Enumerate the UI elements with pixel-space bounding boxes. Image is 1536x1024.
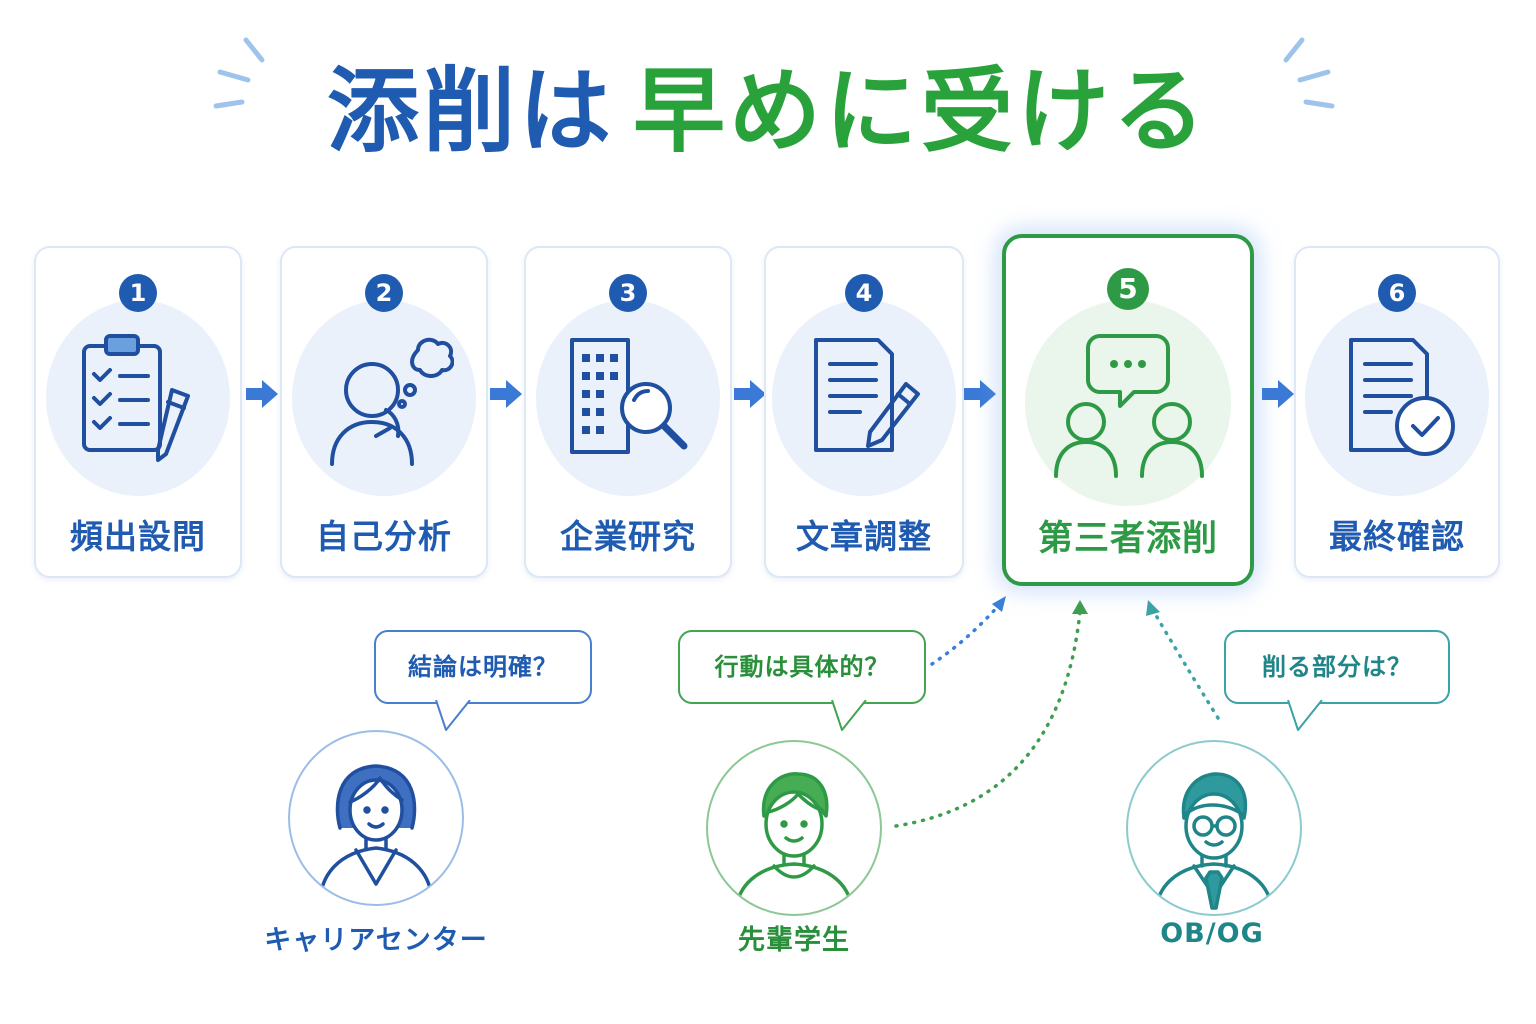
connector-arrowhead-teal — [1146, 600, 1160, 616]
label-senior-student: 先輩学生 — [738, 925, 850, 956]
avatar-career-center — [288, 730, 464, 906]
arrow-right-icon — [1262, 380, 1294, 408]
label-career-center: キャリアセンター — [264, 925, 488, 956]
career-center-woman-icon — [318, 764, 434, 904]
step-number-5: 5 — [1107, 268, 1149, 310]
clipboard-checklist-icon — [82, 334, 190, 462]
step-card-1: 1 頻出設問 — [34, 246, 242, 578]
question-bubble-career-center: 結論は明確？ — [374, 630, 592, 731]
alumni-man-glasses-icon — [1154, 772, 1274, 914]
arrow-right-icon — [490, 380, 522, 408]
connector-arrowhead-green — [1072, 600, 1088, 614]
arrow-right-icon — [964, 380, 996, 408]
bubble-tail — [831, 700, 867, 731]
step-card-6: 6 最終確認 — [1294, 246, 1500, 578]
step-number-6: 6 — [1378, 274, 1416, 312]
avatar-senior-student — [706, 740, 882, 916]
step-label-1: 頻出設問 — [70, 517, 206, 556]
connector-obog — [1152, 610, 1220, 720]
document-pencil-icon — [814, 338, 920, 452]
thinking-person-icon — [330, 337, 454, 466]
connector-senior-bubble — [930, 602, 1002, 666]
senior-student-icon — [734, 772, 854, 914]
people-speech-icon — [1054, 334, 1204, 478]
title-part-1: 添削は — [326, 58, 615, 165]
step-card-5: 5 第三者添削 — [1002, 234, 1254, 586]
step-card-4: 4 文章調整 — [764, 246, 964, 578]
document-check-icon — [1349, 338, 1455, 456]
step-label-6: 最終確認 — [1329, 517, 1465, 556]
label-obog: OB/OG — [1160, 918, 1264, 949]
step-number-4: 4 — [845, 274, 883, 312]
connector-arrowhead-blue — [992, 596, 1006, 612]
step-number-3: 3 — [609, 274, 647, 312]
sparkle-right-icon — [1283, 37, 1335, 109]
question-bubble-obog: 削る部分は？ — [1224, 630, 1450, 731]
icon-backdrop — [292, 300, 476, 496]
avatar-obog — [1126, 740, 1302, 916]
step-number-2: 2 — [365, 274, 403, 312]
step-card-3: 3 企業研究 — [524, 246, 732, 578]
step-label-3: 企業研究 — [560, 517, 696, 556]
question-bubble-senior-student: 行動は具体的？ — [678, 630, 926, 731]
step-label-2: 自己分析 — [316, 517, 452, 556]
page-title: 添削は早めに受ける — [0, 52, 1536, 172]
step-label-5: 第三者添削 — [1037, 519, 1218, 559]
bubble-tail — [435, 700, 471, 731]
step-label-4: 文章調整 — [796, 517, 932, 556]
arrow-right-icon — [246, 380, 278, 408]
arrow-right-icon — [734, 380, 766, 408]
connector-senior-avatar — [894, 610, 1082, 828]
step-number-1: 1 — [119, 274, 157, 312]
sparkle-left-icon — [213, 37, 265, 109]
title-part-2: 早めに受ける — [633, 58, 1210, 165]
step-card-2: 2 自己分析 — [280, 246, 488, 578]
building-magnifier-icon — [570, 338, 688, 454]
bubble-tail — [1287, 700, 1323, 731]
